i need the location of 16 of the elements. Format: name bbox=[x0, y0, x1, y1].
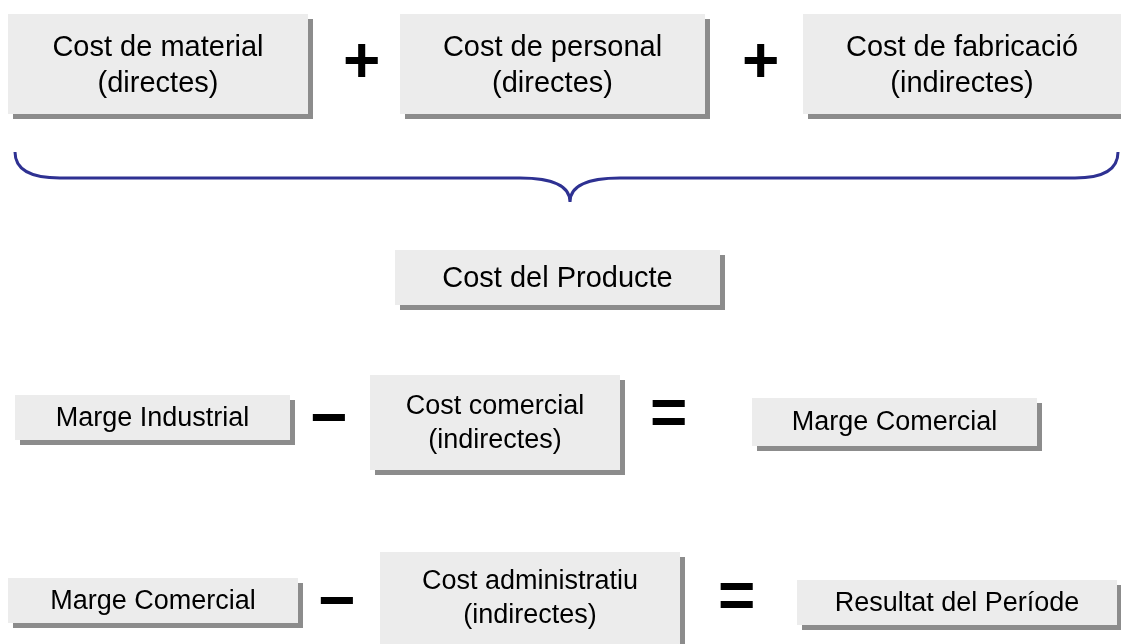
box-text: Cost de personal (directes) bbox=[441, 28, 664, 100]
plus-sign: + bbox=[343, 28, 381, 92]
box-text: Cost administratiu (indirectes) bbox=[420, 564, 640, 631]
box-text: Cost de material (directes) bbox=[51, 28, 265, 100]
plus-sign: + bbox=[742, 28, 780, 92]
box-text: Marge Comercial bbox=[791, 405, 998, 439]
box-text: Cost comercial (indirectes) bbox=[404, 388, 586, 456]
box-text: Marge Industrial bbox=[55, 400, 250, 434]
minus-sign: − bbox=[318, 568, 356, 632]
equals-sign: = bbox=[718, 563, 756, 627]
box-text: Marge Comercial bbox=[50, 583, 256, 617]
box-text: Cost del Producte bbox=[442, 260, 673, 296]
equals-sign: = bbox=[650, 380, 688, 444]
box-text: Resultat del Període bbox=[834, 585, 1080, 619]
minus-sign: − bbox=[310, 385, 348, 449]
box-text: Cost de fabricació (indirectes) bbox=[844, 28, 1080, 100]
